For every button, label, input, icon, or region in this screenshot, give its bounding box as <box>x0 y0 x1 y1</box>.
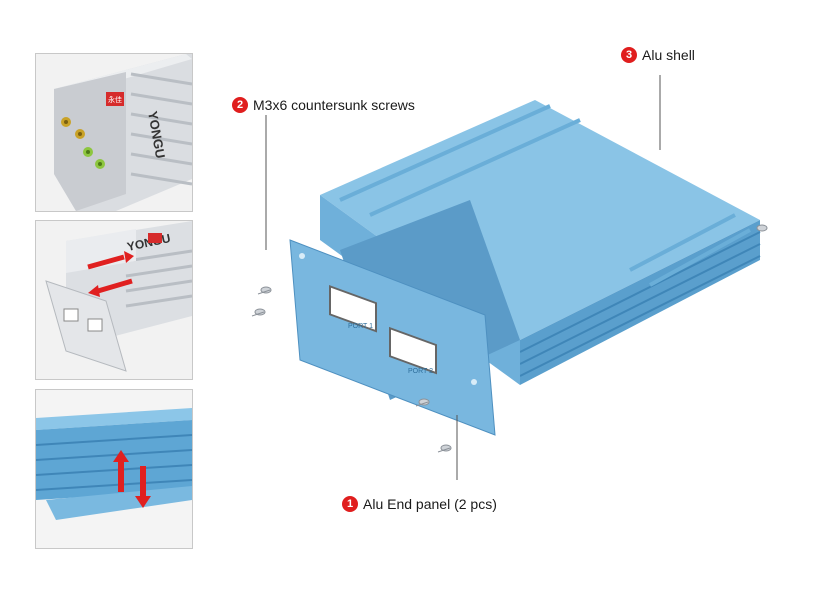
svg-text:PORT 2: PORT 2 <box>408 368 433 375</box>
callout-label: Alu End panel (2 pcs) <box>363 496 497 512</box>
brand-badge <box>148 233 162 243</box>
connector-icons <box>61 117 105 169</box>
callout-end-panel: 1 Alu End panel (2 pcs) <box>342 496 497 512</box>
connector-port-1: PORT 1 <box>329 285 377 333</box>
callout-alu-shell: 3 Alu shell <box>621 47 695 63</box>
arrow-icons <box>87 254 133 294</box>
callout-label: M3x6 countersunk screws <box>253 97 415 113</box>
svg-text:PORT 1: PORT 1 <box>348 323 373 330</box>
callout-number-badge: 3 <box>621 47 637 63</box>
callout-number-badge: 2 <box>232 97 248 113</box>
thumbnail-silver-enclosure: 永佳 YONGU <box>35 53 193 212</box>
brand-badge-text: 永佳 <box>108 95 122 104</box>
callout-screws: 2 M3x6 countersunk screws <box>232 97 415 113</box>
thumbnail-end-panel-assembly: YONGU <box>35 220 193 380</box>
thumbnail-blue-profile <box>35 389 193 549</box>
end-panel <box>45 280 127 372</box>
exploded-view: PORT 1 PORT 2 <box>251 75 768 480</box>
connector-port-2: PORT 2 <box>389 326 437 375</box>
callout-number-badge: 1 <box>342 496 358 512</box>
brand-badge <box>106 92 124 106</box>
screw-icons <box>251 224 768 453</box>
arrow-icons <box>113 450 151 508</box>
callout-label: Alu shell <box>642 47 695 63</box>
